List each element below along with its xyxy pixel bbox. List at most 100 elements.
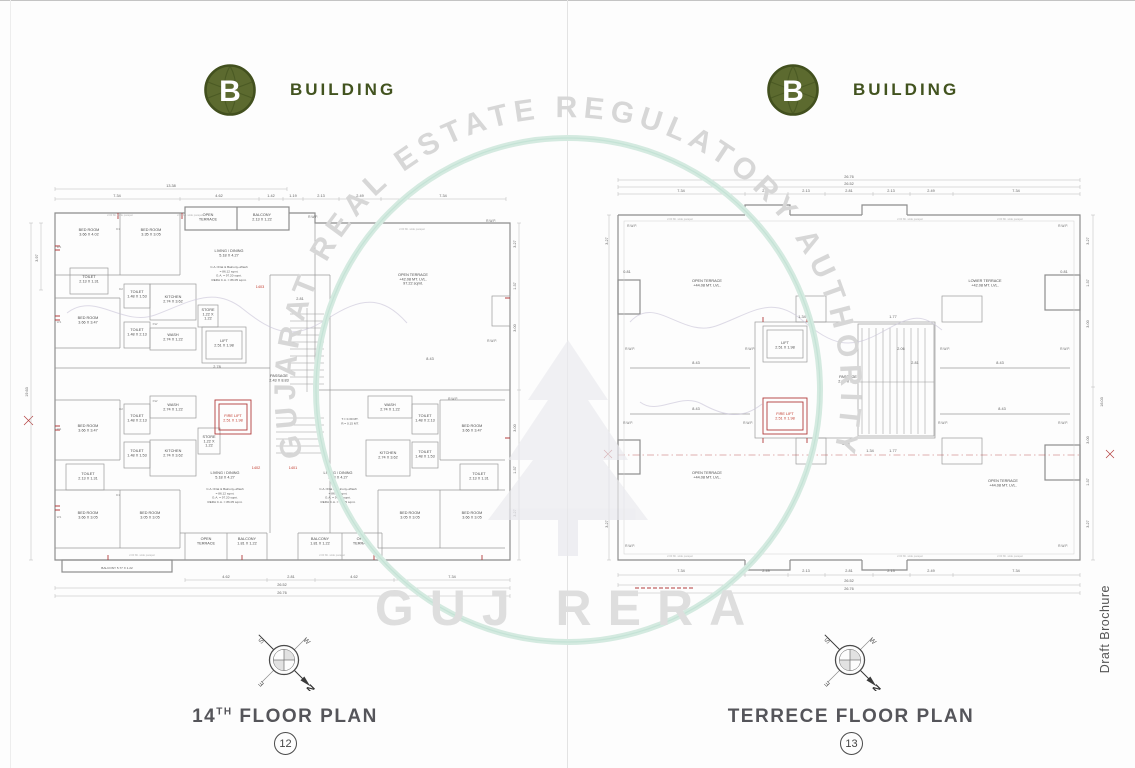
svg-text:R.W.P.: R.W.P. [743, 421, 753, 425]
svg-text:R.W.P.: R.W.P. [623, 421, 633, 425]
svg-text:8.43: 8.43 [996, 361, 1003, 365]
compass-west: W [868, 637, 878, 647]
compass-icon: S W E N [257, 634, 315, 691]
page-number-badge: 13 [840, 732, 863, 755]
svg-text:OPEN TERRACE+44.08 MT. LVL.: OPEN TERRACE+44.08 MT. LVL. [988, 479, 1018, 487]
compass-north: N [870, 682, 881, 691]
svg-text:OPEN TERRACE+44.08 MT. LVL.: OPEN TERRACE+44.08 MT. LVL. [692, 471, 722, 479]
svg-text:D2: D2 [119, 287, 123, 291]
svg-text:R.W.P.: R.W.P. [625, 347, 635, 351]
svg-text:2.00 Mt. wide parapet: 2.00 Mt. wide parapet [667, 554, 693, 558]
svg-text:KW: KW [153, 399, 158, 403]
svg-text:3.27: 3.27 [513, 509, 517, 516]
building-label: BUILDING [290, 80, 397, 99]
svg-text:2.00 Mt. wide parapet: 2.00 Mt. wide parapet [177, 213, 203, 217]
svg-text:26.76: 26.76 [844, 175, 854, 179]
svg-text:0.81: 0.81 [1060, 270, 1067, 274]
svg-text:13.38: 13.38 [166, 184, 176, 188]
svg-text:1.34: 1.34 [798, 315, 805, 319]
svg-text:R.W.P.: R.W.P. [1058, 421, 1068, 425]
building-label: BUILDING [853, 80, 960, 99]
plan-title-right: TERRECE FLOOR PLAN [651, 706, 1051, 728]
svg-text:2.00 Mt. wide parapet: 2.00 Mt. wide parapet [997, 554, 1023, 558]
svg-text:C.A.=Flat & Balcony+Wash= 86.1: C.A.=Flat & Balcony+Wash= 86.12 sqmt.G.A… [210, 265, 248, 282]
svg-text:1.37: 1.37 [1086, 478, 1090, 485]
svg-text:R.W.P.: R.W.P. [448, 397, 458, 401]
svg-text:C.A.=Flat & Balcony+Wash= 86.1: C.A.=Flat & Balcony+Wash= 86.12 sqmt.G.A… [319, 487, 357, 504]
svg-text:R.W.P.: R.W.P. [487, 339, 497, 343]
building-logo-icon: B [767, 64, 819, 116]
logo-letter: B [219, 75, 241, 108]
compass-south: S [824, 637, 832, 645]
svg-text:2.49: 2.49 [762, 569, 769, 573]
svg-text:R.W.P.: R.W.P. [1058, 544, 1068, 548]
svg-text:R.W.P.: R.W.P. [745, 347, 755, 351]
plan-title-left-text: FLOOR PLAN [232, 706, 378, 727]
svg-text:2.49: 2.49 [927, 569, 934, 573]
svg-text:4.62: 4.62 [350, 575, 357, 579]
svg-text:KW: KW [153, 322, 158, 326]
svg-text:3.00: 3.00 [513, 424, 517, 431]
svg-text:2.00 Mt. wide parapet: 2.00 Mt. wide parapet [399, 227, 425, 231]
svg-text:1.77: 1.77 [889, 315, 896, 319]
svg-text:3.27: 3.27 [1086, 237, 1090, 244]
svg-text:R.W.P.: R.W.P. [486, 219, 496, 223]
svg-text:W1: W1 [57, 515, 62, 519]
svg-text:16.03: 16.03 [1100, 397, 1104, 407]
plan-title-right-number: TERRECE [727, 706, 829, 727]
svg-text:26.76: 26.76 [277, 591, 287, 595]
center-divider [567, 0, 568, 768]
svg-text:1.34: 1.34 [866, 449, 873, 453]
svg-text:26.52: 26.52 [844, 182, 854, 186]
svg-text:R.W.P.: R.W.P. [625, 544, 635, 548]
svg-text:R.W.P.: R.W.P. [940, 347, 950, 351]
svg-text:R.W.P.: R.W.P. [627, 224, 637, 228]
svg-text:BALCONY 5.77 X 1.22: BALCONY 5.77 X 1.22 [101, 566, 133, 570]
svg-text:LOWER TERRACE+42.08 MT. LVL.: LOWER TERRACE+42.08 MT. LVL. [968, 279, 1002, 287]
svg-text:8.43: 8.43 [426, 357, 433, 361]
svg-text:2.13: 2.13 [887, 569, 894, 573]
svg-text:W1: W1 [57, 427, 62, 431]
svg-text:C.A.=Flat & Balcony+Wash= 86.1: C.A.=Flat & Balcony+Wash= 86.12 sqmt.G.A… [206, 487, 244, 504]
draft-brochure-note: Draft Brochure [1098, 585, 1112, 674]
page-number-badge: 12 [274, 732, 297, 755]
compass-east: E [257, 679, 265, 687]
svg-text:1402: 1402 [252, 466, 260, 470]
svg-text:7.34: 7.34 [677, 569, 684, 573]
svg-text:2.00 Mt. wide parapet: 2.00 Mt. wide parapet [667, 217, 693, 221]
plan-title-left-number: 14 [192, 706, 217, 727]
svg-text:7.34: 7.34 [1012, 569, 1019, 573]
svg-text:26.76: 26.76 [844, 587, 854, 591]
floor-plan-right: OPEN TERRACE+44.08 MT. LVL. LOWER TERRACE… [600, 172, 1123, 596]
svg-text:0.81: 0.81 [623, 270, 630, 274]
svg-text:3.00: 3.00 [1086, 436, 1090, 443]
svg-text:1.37: 1.37 [513, 466, 517, 473]
svg-text:3.27: 3.27 [513, 240, 517, 247]
svg-text:7.34: 7.34 [439, 194, 446, 198]
svg-text:2.81: 2.81 [911, 361, 918, 365]
svg-text:OPEN TERRACE+44.08 MT. LVL.: OPEN TERRACE+44.08 MT. LVL. [692, 279, 722, 287]
svg-text:1.37: 1.37 [1086, 279, 1090, 286]
svg-text:W1: W1 [57, 320, 62, 324]
